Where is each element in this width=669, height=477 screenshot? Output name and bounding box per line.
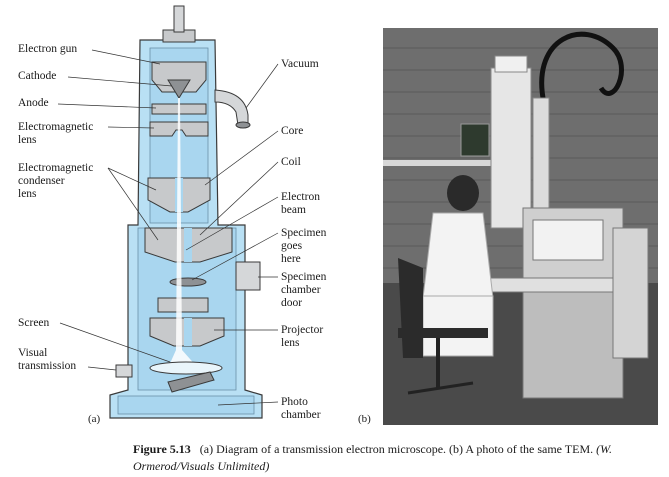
label-anode: Anode: [18, 97, 49, 109]
electron-gun: [151, 61, 207, 99]
label-cathode: Cathode: [18, 70, 57, 82]
label-core: Core: [281, 125, 304, 137]
label-coil: Coil: [281, 156, 301, 168]
label-visual-transmission: Visual transmission: [18, 347, 77, 372]
label-electron-beam: Electron beam: [281, 191, 320, 216]
label-electron-gun: Electron gun: [18, 43, 78, 55]
label-electromagnetic-lens: Electromagnetic lens: [18, 121, 94, 146]
label-specimen-goes-here: Specimen goes here: [281, 227, 327, 265]
leader-lines-right: [185, 63, 279, 406]
caption-text: (a) Diagram of a transmission electron m…: [199, 442, 594, 456]
figure-number: Figure 5.13: [133, 442, 191, 456]
visual-transmission-port: [115, 364, 133, 378]
vacuum-pipe: [214, 89, 251, 129]
figure-caption: Figure 5.13 (a) Diagram of a transmissio…: [133, 441, 663, 475]
label-screen: Screen: [18, 317, 50, 329]
tem-photograph: [383, 28, 658, 425]
panel-a-label: (a): [88, 413, 101, 425]
label-specimen-chamber-door: Specimen chamber door: [281, 271, 327, 309]
objective-lens: [144, 227, 233, 263]
label-condenser-lens: Electromagnetic condenser lens: [18, 162, 94, 200]
photo-chamber: [117, 395, 255, 415]
leader-lines-left: [57, 49, 173, 371]
projector-lens: [149, 297, 225, 347]
label-photo-chamber: Photo chamber: [281, 396, 321, 421]
photo-illustration: [383, 28, 658, 425]
label-vacuum: Vacuum: [281, 58, 319, 70]
caption-credit: (W. Ormerod/Visuals Unlimited): [133, 442, 613, 473]
viewing-screen: [149, 361, 223, 393]
panel-b-label: (b): [358, 413, 371, 425]
label-projector-lens: Projector lens: [281, 324, 324, 349]
